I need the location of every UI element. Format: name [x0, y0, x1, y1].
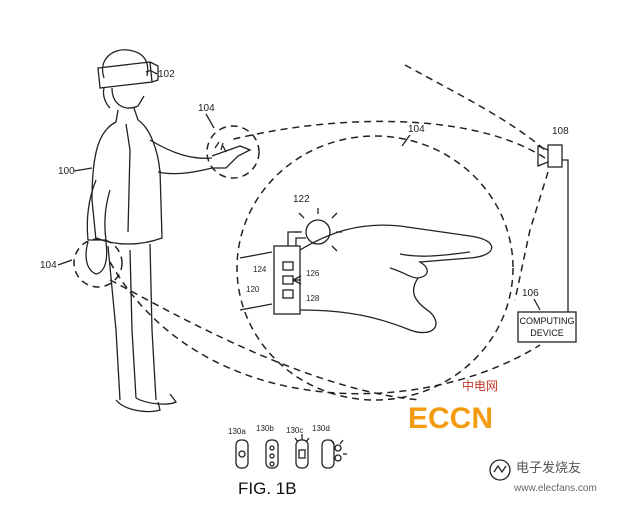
ref-106: 106	[522, 288, 539, 299]
signal-paths	[109, 64, 549, 401]
hmd-headset	[97, 61, 153, 89]
ref-122: 122	[293, 194, 310, 205]
camera-icon	[537, 144, 563, 168]
site-url: www.elecfans.com	[513, 483, 597, 494]
band-130d	[321, 439, 335, 469]
ref-130c: 130c	[286, 426, 303, 435]
site-watermark: 电子发烧友 www.elecfans.com	[489, 459, 597, 494]
ref-100: 100	[58, 166, 75, 177]
ref-104-view: 104	[408, 124, 425, 135]
site-logo-icon	[489, 459, 511, 481]
logo-cn-text: 中电网	[462, 378, 498, 393]
band-130c	[295, 439, 309, 469]
ref-104-lower: 104	[40, 260, 57, 271]
light-emitter	[305, 219, 331, 245]
path-arm-to-logo	[109, 279, 421, 401]
site-cn-name: 电子发烧友	[516, 460, 581, 475]
band-130a	[235, 439, 249, 469]
ref-124: 124	[253, 265, 267, 274]
ref-130b: 130b	[256, 424, 274, 433]
path-top-to-camera	[404, 64, 546, 151]
figure-caption: FIG. 1B	[238, 479, 297, 498]
computing-device-label-line1: COMPUTING	[520, 316, 575, 326]
ref-102: 102	[158, 69, 175, 80]
band-130b	[265, 439, 279, 469]
component-128	[282, 289, 294, 299]
band-variants	[235, 434, 347, 469]
logo-text: ECCN	[408, 402, 493, 435]
path-camera-to-view	[229, 120, 546, 159]
hand-region-upper-circle	[206, 125, 260, 179]
component-126	[282, 275, 294, 285]
path-camera-down	[514, 171, 549, 301]
ref-128: 128	[306, 294, 320, 303]
path-lower-to-device	[109, 261, 541, 395]
magnified-hand	[239, 208, 493, 334]
computing-device-box	[517, 311, 577, 343]
computing-device-label-line2: DEVICE	[530, 328, 564, 338]
ref-108: 108	[552, 126, 569, 137]
ref-130a: 130a	[228, 427, 246, 436]
ref-104-upper: 104	[198, 103, 215, 114]
eccn-logo: 中电网 ECCN	[408, 378, 498, 435]
component-124	[282, 261, 294, 271]
ref-120: 120	[246, 285, 260, 294]
hand-region-lower-circle	[73, 238, 123, 288]
view-region-circle	[236, 135, 514, 401]
user-figure	[85, 49, 252, 413]
ref-126: 126	[306, 269, 320, 278]
camera-cable	[562, 159, 569, 312]
ref-130d: 130d	[312, 424, 330, 433]
